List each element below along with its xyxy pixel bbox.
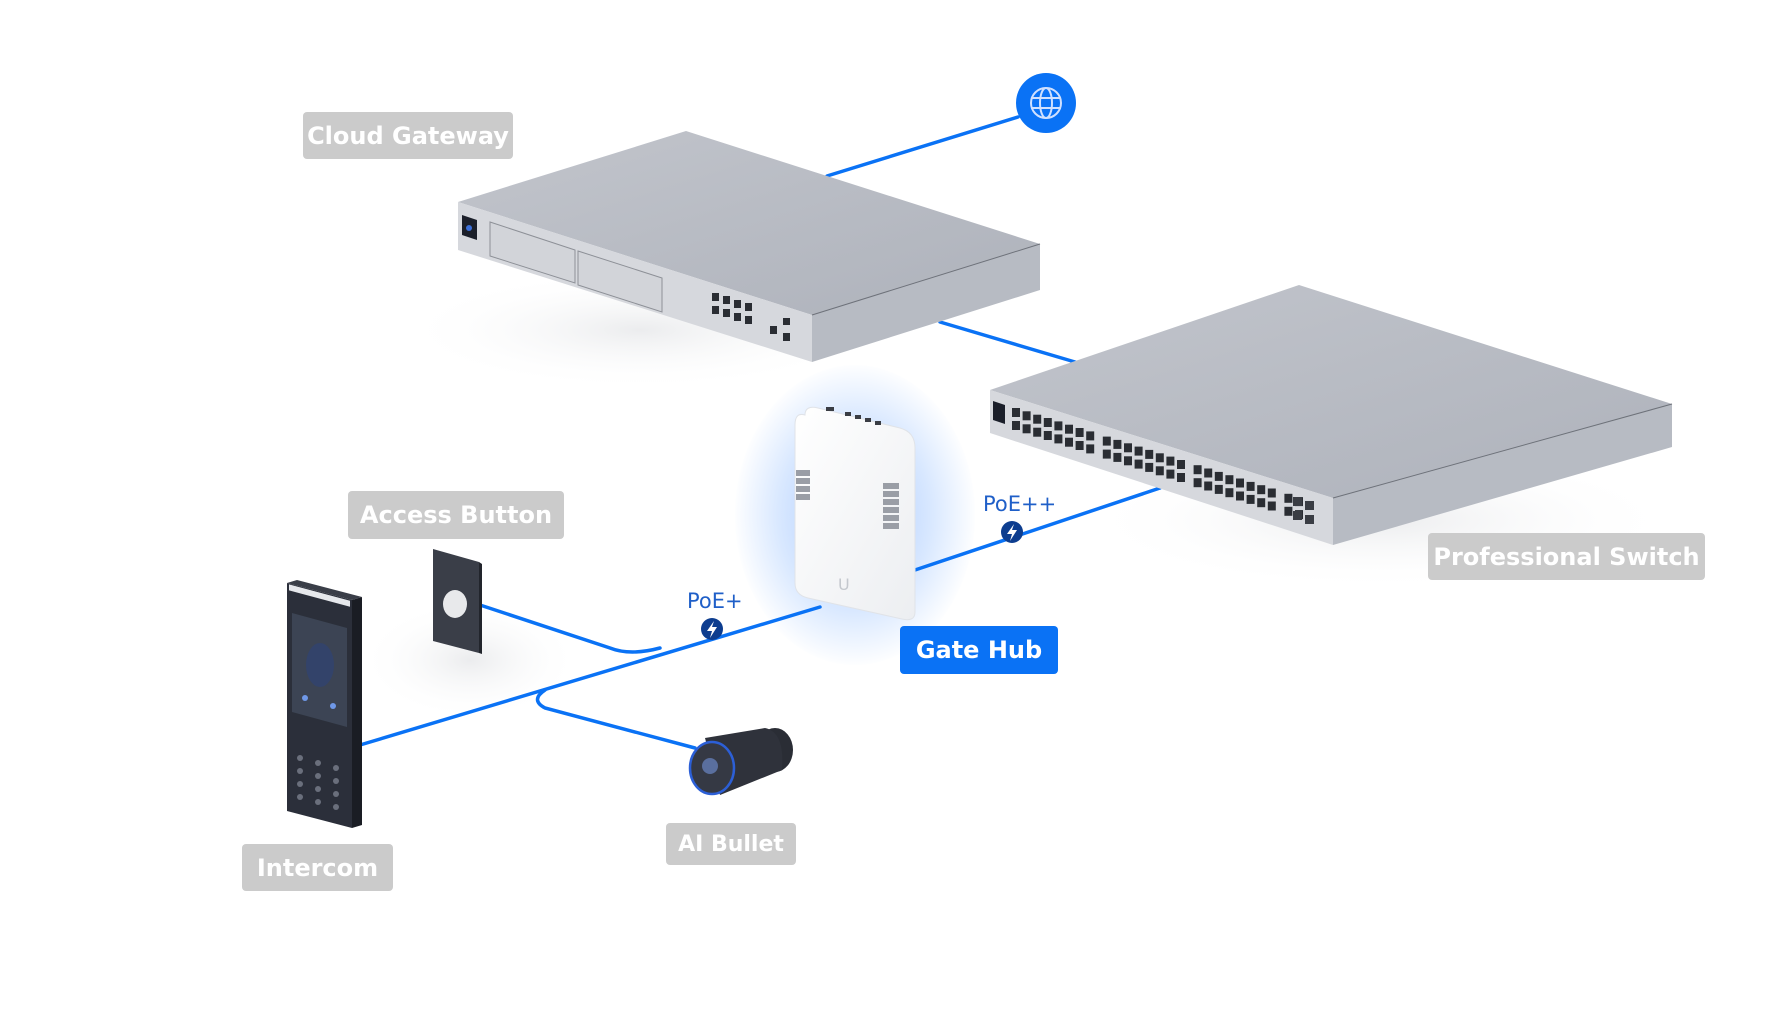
cloud-gateway-device[interactable] — [458, 131, 1041, 362]
switch-rj45-port — [1065, 424, 1073, 434]
intercom-device[interactable] — [287, 580, 362, 828]
access-button-label[interactable]: Access Button — [348, 491, 564, 539]
switch-rj45-port — [1012, 421, 1020, 430]
switch-rj45-port — [1166, 456, 1175, 466]
switch-rj45-port — [1284, 493, 1293, 503]
switch-rj45-port — [1113, 452, 1122, 462]
switch-rj45-port — [1033, 427, 1042, 437]
intercom-label[interactable]: Intercom — [242, 844, 393, 891]
switch-rj45-port — [1145, 462, 1154, 472]
cloud-gateway-label[interactable]: Cloud Gateway — [303, 112, 513, 159]
access-button-knob — [443, 590, 467, 618]
switch-rj45-port — [1155, 466, 1164, 476]
switch-side — [1333, 404, 1672, 545]
gate-hub-top-ports — [826, 407, 881, 425]
gateway-drive-bay-2 — [577, 250, 663, 313]
intercom-keypad — [297, 755, 339, 810]
switch-rj45-port — [1043, 431, 1052, 440]
switch-rj45-port — [1054, 421, 1063, 431]
switch-rj45-port — [1246, 494, 1255, 504]
internet-circle — [1016, 73, 1076, 133]
ai-bullet-lens — [702, 758, 718, 774]
switch-rj45-port — [1166, 469, 1175, 479]
access-button-device[interactable] — [433, 549, 482, 654]
switch-rj45-port — [1102, 436, 1111, 446]
link-hub-access-button — [478, 603, 662, 654]
switch-rj45-port — [1257, 498, 1266, 508]
switch-rj45-port — [1075, 441, 1084, 450]
gateway-side — [812, 244, 1040, 362]
poe-plus-plus-badge — [1001, 521, 1023, 543]
switch-rj45-port — [1177, 460, 1185, 469]
switch-rj45-port — [1102, 449, 1111, 459]
switch-rj45-port — [1225, 475, 1234, 485]
poe-plus-label: PoE+ — [687, 589, 743, 613]
switch-rj45-port — [1204, 468, 1213, 478]
gate-hub-label[interactable]: Gate Hub — [900, 626, 1058, 674]
switch-rj45-port — [1267, 488, 1276, 498]
gate-hub-terminals — [796, 470, 899, 529]
globe-icon — [1030, 87, 1062, 119]
ubiquiti-logo-icon: U — [838, 575, 850, 594]
switch-rj45-port — [1086, 444, 1095, 454]
switch-rj45-port — [1022, 411, 1031, 421]
switch-rj45-port — [1246, 481, 1255, 491]
gateway-drive-bay-1 — [489, 221, 576, 284]
switch-rj45-port — [1155, 453, 1164, 463]
intercom-light-bar — [289, 584, 350, 607]
switch-rj45-port — [1204, 481, 1213, 491]
switch-rj45-port — [1134, 459, 1143, 469]
switch-rj45-port — [1113, 439, 1122, 449]
switch-rj45-port — [1145, 449, 1154, 459]
lightning-icon — [707, 621, 717, 638]
gate-hub-device[interactable]: U — [794, 406, 916, 621]
switch-rj45-port — [1075, 428, 1084, 437]
switch-rj45-port — [1193, 465, 1202, 475]
switch-rj45-port — [1267, 501, 1276, 511]
gate-hub-body — [794, 406, 916, 621]
switch-rj45-port — [1012, 408, 1020, 417]
link-gateway-internet — [825, 115, 1020, 178]
switch-rj45-port — [1054, 434, 1063, 444]
switch-display — [993, 401, 1005, 424]
link-hub-ai-bullet — [535, 688, 697, 750]
switch-rj45-port — [1225, 488, 1234, 498]
link-hub-intercom — [358, 605, 822, 747]
link-gateway-switch — [938, 320, 1077, 364]
gateway-ports — [712, 293, 790, 341]
poe-plus-badge — [701, 618, 723, 640]
button-shadow — [360, 600, 580, 720]
switch-rj45-port — [1214, 484, 1223, 494]
professional-switch-device[interactable] — [990, 285, 1673, 545]
switch-rj45-port — [1124, 443, 1132, 453]
switch-rj45-port — [1236, 478, 1244, 488]
poe-plus-plus-label: PoE++ — [983, 492, 1057, 516]
switch-rj45-port — [1086, 431, 1095, 441]
switch-sfp-ports — [1293, 497, 1314, 524]
switch-rj45-port — [1033, 414, 1042, 424]
switch-rj45-port — [1065, 437, 1073, 447]
switch-rj45-port — [1043, 418, 1052, 427]
switch-rj45-port — [1177, 473, 1185, 482]
switch-rj45-port — [1284, 506, 1293, 516]
ai-bullet-device[interactable] — [688, 728, 793, 796]
switch-rj45-port — [1214, 471, 1223, 481]
internet-node[interactable] — [1016, 73, 1076, 133]
lightning-icon — [1007, 524, 1017, 541]
professional-switch-label[interactable]: Professional Switch — [1428, 533, 1705, 580]
ai-bullet-label[interactable]: AI Bullet — [666, 823, 796, 865]
switch-rj45-port — [1124, 456, 1132, 466]
switch-rj45-port — [1193, 478, 1202, 488]
switch-rj45-port — [1257, 485, 1266, 495]
link-switch-hub — [913, 486, 1162, 572]
switch-rj45-port — [1134, 446, 1143, 456]
switch-top — [990, 285, 1672, 498]
switch-rj45-port — [1022, 424, 1031, 434]
switch-rj45-port — [1236, 491, 1244, 501]
gateway-top — [458, 131, 1040, 315]
switch-ports — [1012, 408, 1303, 520]
